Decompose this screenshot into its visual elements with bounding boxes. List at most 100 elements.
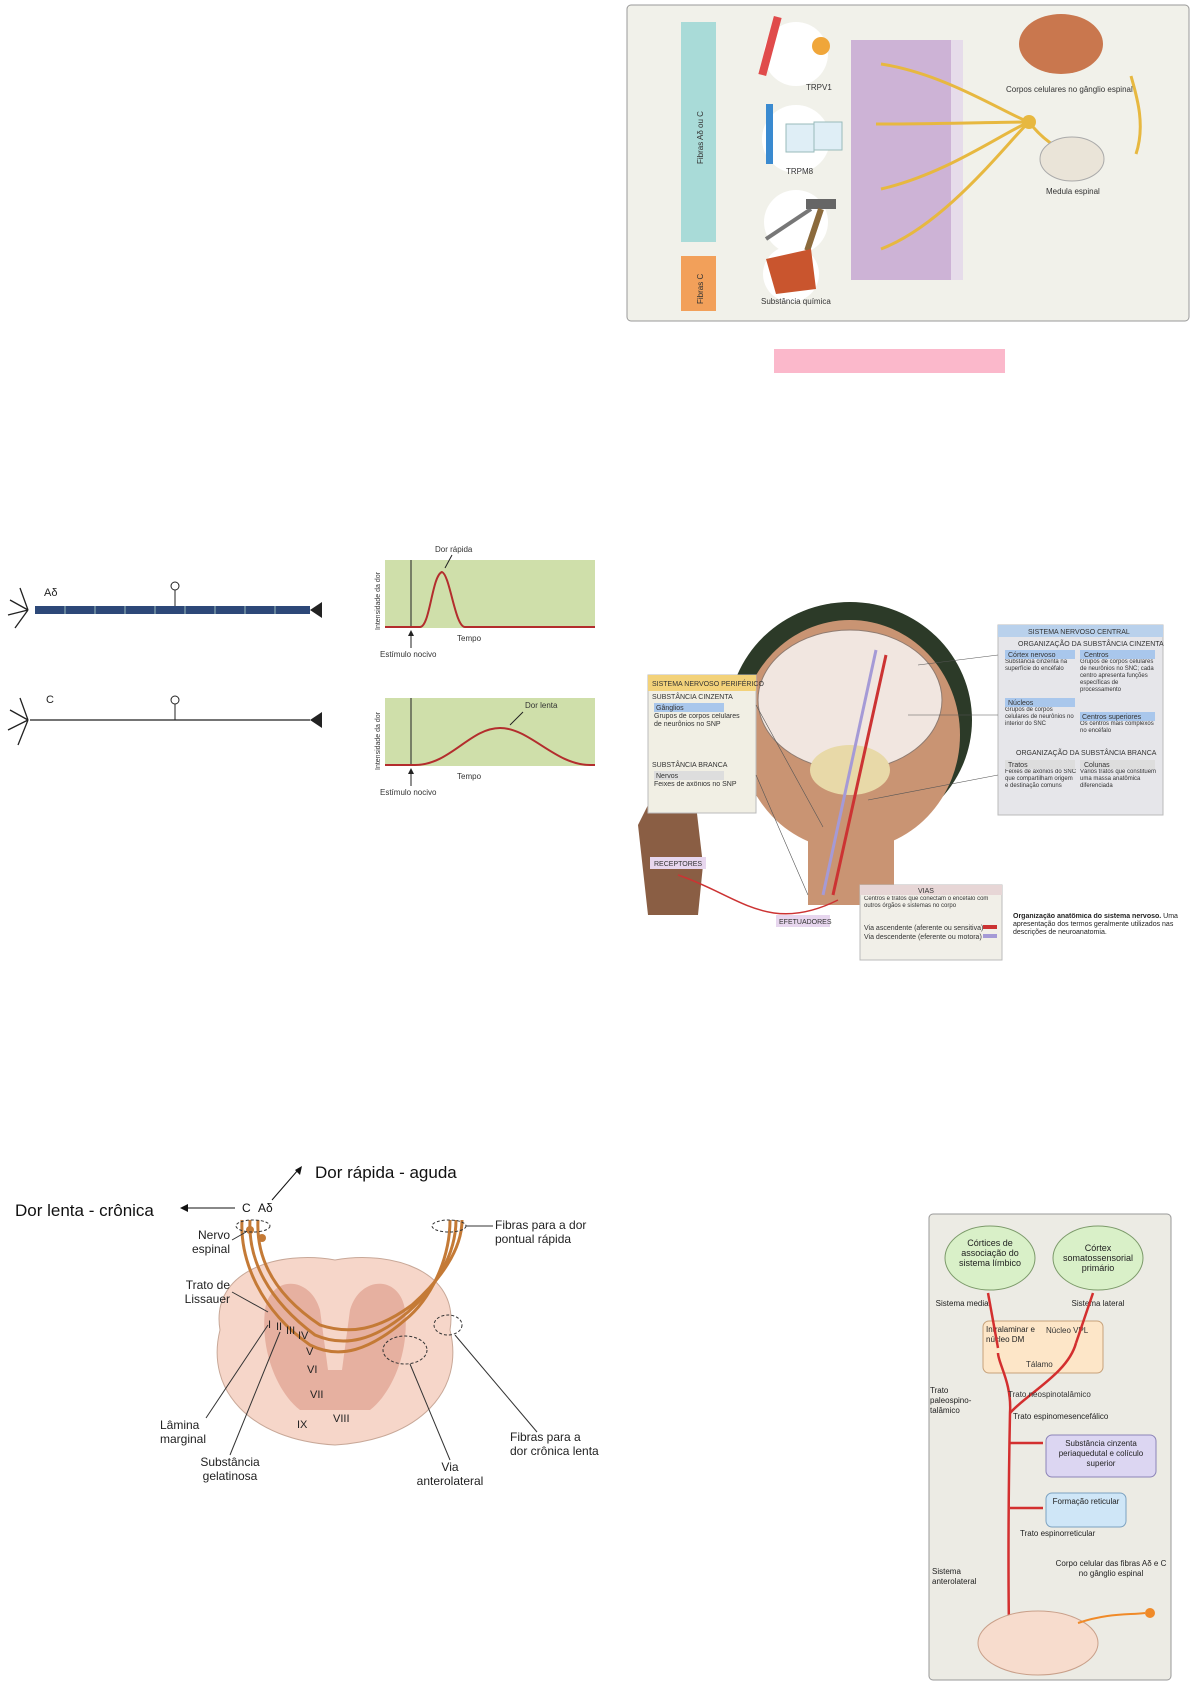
cortex-label: Córtex nervoso — [1008, 652, 1056, 659]
fast-pain-plot-area — [385, 560, 595, 628]
cortex-desc: Substância cinzenta na superfície do enc… — [1005, 659, 1077, 673]
cell-body-label: Corpo celular das fibras Aδ e C no gângl… — [1054, 1559, 1168, 1579]
flame-icon — [812, 37, 830, 55]
lateral-label: Sistema lateral — [1068, 1299, 1128, 1309]
lamina-I: I — [268, 1319, 271, 1331]
nociceptor-figure: Fibras Aδ ou C Fibras C TRPV1 TRPM8 Subs… — [626, 4, 1190, 322]
fibras-rapida-label: Fibras para a dor pontual rápida — [495, 1218, 595, 1246]
slow-pain-xlabel: Tempo — [457, 772, 482, 781]
dendrite-icon — [8, 588, 28, 745]
fiber-ad-c-label: Fibras Aδ ou C — [696, 111, 705, 164]
pag-label: Substância cinzenta periaquedutal e colí… — [1049, 1439, 1153, 1469]
tratos-label: Tratos — [1008, 762, 1028, 769]
fiber-c-label: C — [46, 694, 54, 706]
cell-body-ad — [171, 582, 179, 590]
via-desc-swatch — [983, 934, 997, 938]
nervo-espinal-label: Nervo espinal — [160, 1228, 230, 1256]
pain-graphs: Dor rápida Intensidade da dor Tempo Estí… — [360, 540, 600, 810]
spinal-cord-icon — [1040, 137, 1104, 181]
fiber-diagram: Aδ C — [0, 570, 330, 790]
fast-pain-stimulus: Estímulo nocivo — [380, 650, 437, 659]
lamina-VII: VII — [310, 1389, 323, 1401]
lamina-IX: IX — [297, 1419, 308, 1431]
via-asc-label: Via ascendente (aferente ou sensitiva) — [864, 925, 983, 932]
cell-bodies-label: Corpos celulares no gânglio espinal — [1006, 85, 1133, 94]
reticular-label: Formação reticular — [1049, 1497, 1123, 1507]
centros-label: Centros — [1084, 652, 1109, 659]
spinal-section-figure: Dor rápida - aguda Dor lenta - crônica C… — [10, 1160, 610, 1530]
efetuadores-label: EFETUADORES — [779, 919, 832, 926]
terminal-ad — [310, 602, 322, 618]
ganglion-dot — [258, 1234, 266, 1242]
ganglios-desc: Grupos de corpos celulares de neurônios … — [654, 713, 744, 729]
colunas-desc: Vários tratos que constituem uma massa a… — [1080, 769, 1158, 790]
paleo-label: Trato paleospino-talâmico — [930, 1386, 990, 1416]
thermometer-cold-icon — [766, 104, 773, 164]
mesen-label: Trato espinomesencefálico — [1013, 1412, 1123, 1422]
colunas-label: Colunas — [1084, 762, 1110, 769]
slow-pain-stimulus: Estímulo nocivo — [380, 788, 437, 797]
fiber-ad-tag: Aδ — [258, 1201, 273, 1215]
nucleos-label: Núcleos — [1008, 700, 1034, 707]
lamina-VI: VI — [307, 1364, 317, 1376]
cell-body-c — [171, 696, 179, 704]
vias-title: VIAS — [918, 888, 934, 895]
ganglion-cell-body — [1022, 115, 1036, 129]
spinal-cord-icon — [978, 1611, 1098, 1675]
ganglion-dot — [246, 1226, 254, 1234]
lamina-V: V — [306, 1346, 314, 1358]
ganglios-label: Gânglios — [656, 705, 684, 712]
centros-desc: Grupos de corpos celulares de neurônios … — [1080, 659, 1158, 694]
dor-rapida-title: Dor rápida - aguda — [315, 1163, 457, 1182]
neo-label: Trato neospinotalâmico — [1008, 1390, 1091, 1399]
lamina-III: III — [286, 1325, 295, 1337]
brain-icon — [1019, 14, 1103, 74]
slow-pain-peak-label: Dor lenta — [525, 701, 558, 710]
nervos-label: Nervos — [656, 773, 679, 780]
espinorreticular-label: Trato espinorreticular — [1020, 1529, 1100, 1539]
ice-cube-icon — [786, 124, 814, 152]
anterolateral-label: Sistema anterolateral — [932, 1567, 992, 1587]
substancia-gelatinosa-label: Substância gelatinosa — [190, 1455, 270, 1483]
chemical-label: Substância química — [761, 297, 831, 306]
cns-title: SISTEMA NERVOSO CENTRAL — [1028, 629, 1130, 636]
medial-label: Sistema medial — [933, 1299, 993, 1309]
trato-lissauer-label: Trato de Lissauer — [150, 1278, 230, 1306]
skin-tissue — [851, 40, 961, 280]
nucleos-desc: Grupos de corpos celulares de neurônios … — [1005, 707, 1077, 728]
via-asc-swatch — [983, 925, 997, 929]
caption-title: Organização anatômica do sistema nervoso… — [1013, 913, 1161, 920]
lamina-IV: IV — [298, 1330, 309, 1342]
spinal-cord-label: Medula espinal — [1046, 187, 1100, 196]
centros-sup-desc: Os centros mais complexos no encéfalo — [1080, 721, 1158, 735]
lamina-VIII: VIII — [333, 1413, 350, 1425]
lamina-marginal-label: Lâmina marginal — [160, 1418, 230, 1446]
cns-gray-label: ORGANIZAÇÃO DA SUBSTÂNCIA CINZENTA — [1018, 639, 1164, 648]
ganglion-cell-icon — [1145, 1608, 1155, 1618]
limbic-label: Córtices de associação do sistema límbic… — [948, 1238, 1032, 1268]
hammer-icon — [806, 199, 836, 209]
dor-lenta-title: Dor lenta - crônica — [15, 1201, 154, 1220]
somato-label: Córtex somatossensorial primário — [1056, 1243, 1140, 1273]
fiber-ad-label: Aδ — [44, 587, 57, 599]
trpm8-label: TRPM8 — [786, 167, 814, 176]
via-desc-label: Via descendente (eferente ou motora) — [864, 934, 982, 941]
talamo-label: Tálamo — [1026, 1360, 1053, 1369]
fast-pain-peak-label: Dor rápida — [435, 545, 473, 554]
cns-white-label: ORGANIZAÇÃO DA SUBSTÂNCIA BRANCA — [1016, 748, 1157, 757]
slow-pain-plot-area — [385, 698, 595, 766]
trpv1-label: TRPV1 — [806, 83, 832, 92]
fiber-c-tag: C — [242, 1201, 251, 1215]
ice-cube-icon — [814, 122, 842, 150]
tratos-desc: Feixes de axônios do SNC que compartilha… — [1005, 769, 1077, 790]
myelinated-axon — [35, 606, 310, 614]
receptores-label: RECEPTORES — [654, 861, 702, 868]
terminal-c — [310, 712, 322, 728]
vias-desc: Centros e tratos que conectam o encéfalo… — [864, 896, 1000, 910]
nervous-system-figure: SISTEMA NERVOSO PERIFÉRICO SUBSTÂNCIA CI… — [618, 595, 1191, 965]
fast-pain-ylabel: Intensidade da dor — [375, 571, 382, 630]
pns-gray-label: SUBSTÂNCIA CINZENTA — [652, 692, 733, 701]
centros-sup-label: Centros superiores — [1082, 714, 1142, 721]
highlight-bar — [774, 349, 1005, 373]
pathway-figure: Córtices de associação do sistema límbic… — [928, 1213, 1172, 1681]
